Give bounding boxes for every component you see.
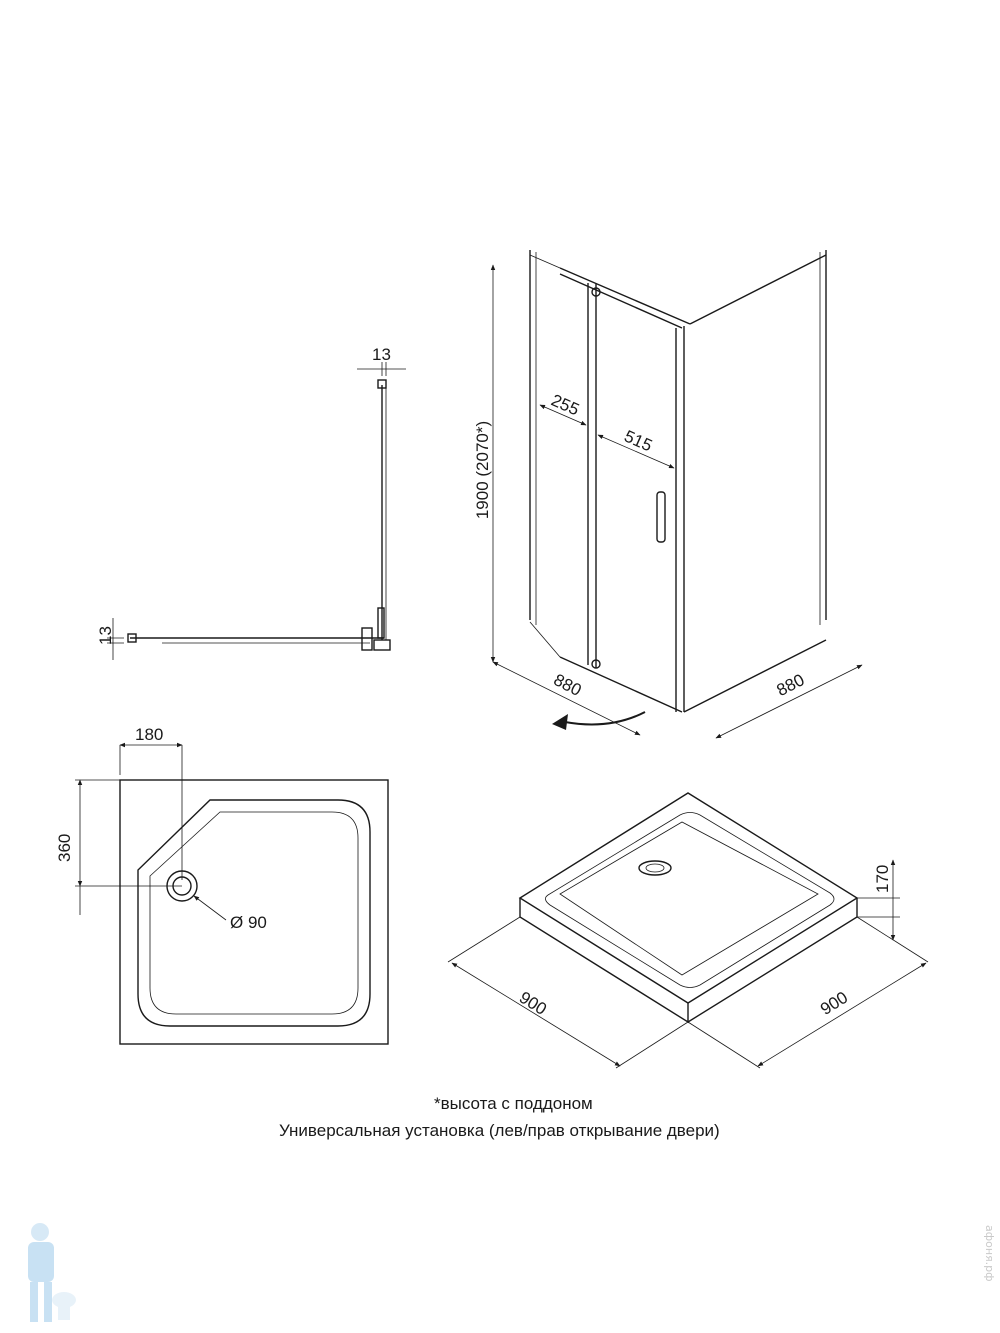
- drain-offset-x-label: 180: [135, 725, 163, 744]
- cabin-depth-left-label: 880: [551, 670, 585, 700]
- door-swing-arrow-icon: [564, 711, 646, 726]
- watermark: афоня.рф: [983, 1225, 996, 1282]
- door-width-label: 515: [621, 427, 655, 456]
- cabin-3d-view: 1900 (2070*) 255 515 880 880: [473, 250, 863, 739]
- wall-gap-top-label: 13: [372, 345, 391, 364]
- tray-height-label: 170: [873, 865, 892, 893]
- height-note: *высота с поддоном: [434, 1094, 593, 1113]
- tray-width-right-label: 900: [817, 988, 851, 1019]
- plan-view: 13 13: [96, 345, 406, 660]
- cabin-height-label: 1900 (2070*): [473, 421, 492, 519]
- drain-offset-y-label: 360: [55, 834, 74, 862]
- tray-top-view: 180 360 Ø 90: [55, 725, 389, 1045]
- install-note: Универсальная установка (лев/прав открыв…: [279, 1121, 720, 1140]
- fixed-panel-width-label: 255: [548, 391, 582, 420]
- plumber-logo-icon: [28, 1223, 76, 1322]
- tray-width-left-label: 900: [516, 988, 550, 1019]
- tray-3d-view: 170 900 900: [447, 792, 929, 1069]
- wall-gap-left-label: 13: [96, 626, 115, 645]
- drain-diameter-label: Ø 90: [230, 913, 267, 932]
- cabin-depth-right-label: 880: [774, 670, 808, 700]
